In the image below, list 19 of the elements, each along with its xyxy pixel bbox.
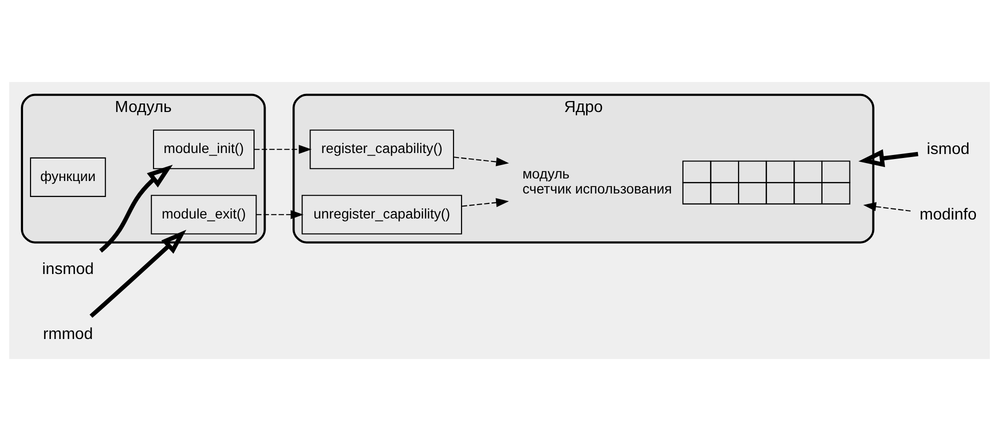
node-label: счетчик использования xyxy=(522,180,672,197)
node-box: unregister_capability() xyxy=(302,194,462,234)
node-box: module_exit() xyxy=(150,194,257,234)
node-box: функции xyxy=(30,157,106,197)
arrow xyxy=(858,149,918,168)
arrow xyxy=(90,230,186,318)
arrow xyxy=(454,156,509,166)
arrow xyxy=(256,210,304,220)
node-box: module_init() xyxy=(152,130,255,170)
node-box: register_capability() xyxy=(310,130,454,170)
node-text: modinfo xyxy=(920,205,977,224)
arrow xyxy=(462,198,509,208)
arrow xyxy=(863,202,911,212)
node-text: insmod xyxy=(42,260,94,278)
arrow xyxy=(99,164,173,253)
node-text: rmmod xyxy=(43,325,93,344)
node-label: модуль xyxy=(522,166,570,182)
node-text: ismod xyxy=(926,140,970,158)
arrow xyxy=(254,144,312,154)
